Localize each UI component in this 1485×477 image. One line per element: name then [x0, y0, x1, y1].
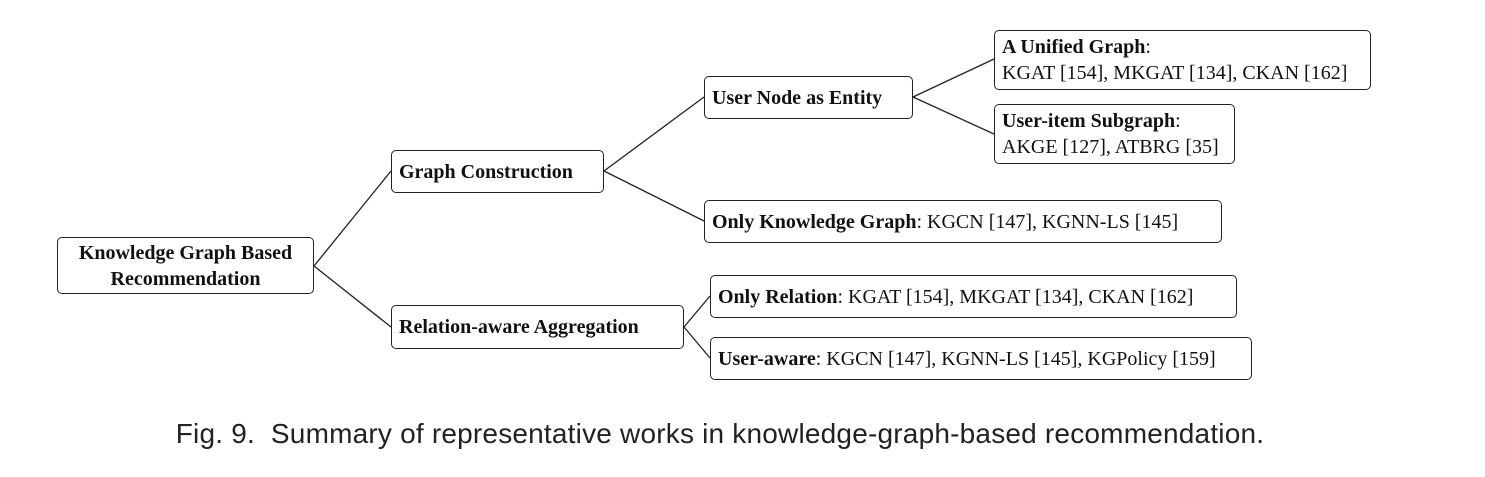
only-relation-works: KGAT [154], MKGAT [134], CKAN [162] — [843, 285, 1194, 308]
unified-graph-title-line: A Unified Graph: — [1002, 34, 1363, 60]
edge-user-node-to-subgraph — [912, 96, 995, 135]
unified-graph-colon: : — [1145, 36, 1151, 58]
edge-root-to-relation-aware — [313, 265, 392, 328]
user-item-subgraph-colon: : — [1175, 110, 1181, 132]
user-aware-colon: : — [815, 347, 822, 370]
only-relation-node: Only Relation: KGAT [154], MKGAT [134], … — [710, 275, 1237, 318]
graph-construction-node: Graph Construction — [391, 150, 604, 193]
edge-graph-construction-to-user-node — [603, 96, 705, 172]
user-node-as-entity-label: User Node as Entity — [712, 86, 883, 109]
user-aware-node: User-aware: KGCN [147], KGNN-LS [145], K… — [710, 337, 1252, 380]
user-item-subgraph-works: AKGE [127], ATBRG [35] — [1002, 136, 1219, 158]
only-knowledge-graph-colon: : — [916, 210, 923, 233]
edge-relation-aware-to-user-aware — [683, 326, 711, 359]
edge-root-to-graph-construction — [313, 170, 392, 267]
user-node-as-entity-node: User Node as Entity — [704, 76, 913, 119]
figure-number: Fig. 9. — [175, 418, 255, 449]
edge-user-node-to-unified-graph — [912, 58, 995, 98]
root-line-2: Recommendation — [110, 267, 261, 290]
figure-caption: Fig. 9. Summary of representative works … — [0, 418, 1440, 450]
only-knowledge-graph-works: KGCN [147], KGNN-LS [145] — [922, 210, 1179, 233]
only-relation-colon: : — [837, 285, 844, 308]
only-knowledge-graph-title: Only Knowledge Graph — [712, 210, 917, 233]
unified-graph-title: A Unified Graph — [1002, 36, 1146, 58]
root-node: Knowledge Graph Based Recommendation — [57, 237, 314, 294]
figure-caption-text: Summary of representative works in knowl… — [270, 418, 1265, 449]
user-item-subgraph-node: User-item Subgraph: AKGE [127], ATBRG [3… — [994, 104, 1235, 164]
unified-graph-works: KGAT [154], MKGAT [134], CKAN [162] — [1002, 62, 1348, 84]
edge-relation-aware-to-only-relation — [683, 295, 711, 328]
graph-construction-label: Graph Construction — [399, 160, 573, 183]
only-relation-title: Only Relation — [718, 285, 838, 308]
user-aware-works: KGCN [147], KGNN-LS [145], KGPolicy [159… — [821, 347, 1216, 370]
only-knowledge-graph-node: Only Knowledge Graph: KGCN [147], KGNN-L… — [704, 200, 1222, 243]
root-line-1: Knowledge Graph Based — [78, 241, 293, 264]
user-aware-line: User-aware: KGCN [147], KGNN-LS [145], K… — [718, 346, 1244, 372]
user-aware-title: User-aware — [718, 347, 816, 370]
relation-aware-aggregation-node: Relation-aware Aggregation — [391, 305, 684, 349]
edge-graph-construction-to-only-kg — [603, 170, 705, 222]
unified-graph-node: A Unified Graph: KGAT [154], MKGAT [134]… — [994, 30, 1371, 90]
only-relation-line: Only Relation: KGAT [154], MKGAT [134], … — [718, 284, 1229, 310]
relation-aware-aggregation-label: Relation-aware Aggregation — [399, 316, 639, 338]
user-item-subgraph-title-line: User-item Subgraph: — [1002, 108, 1227, 134]
only-knowledge-graph-line: Only Knowledge Graph: KGCN [147], KGNN-L… — [712, 209, 1214, 235]
user-item-subgraph-title: User-item Subgraph — [1002, 110, 1176, 132]
